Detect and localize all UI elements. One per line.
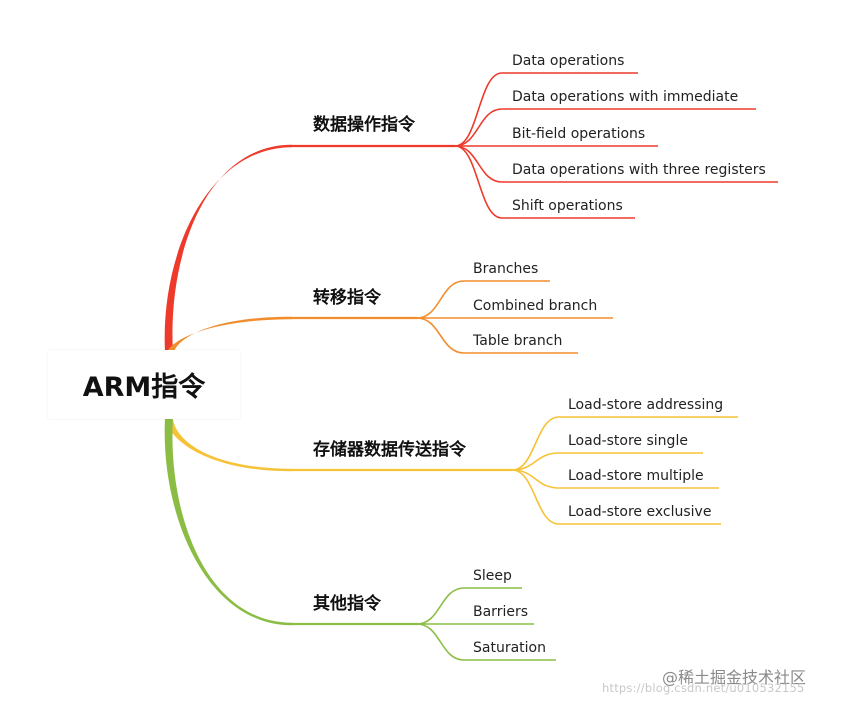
leaf-connector [416,587,465,625]
branch-label: 数据操作指令 [313,115,415,135]
leaf-connector [511,416,560,471]
leaf-label: Data operations with three registers [512,162,766,178]
branch-label: 存储器数据传送指令 [313,440,466,460]
watermark-site: @稀土掘金技术社区 [662,668,807,687]
branch-label: 转移指令 [313,288,381,308]
leaf-label: Load-store addressing [568,397,724,413]
leaf-connector [416,623,465,661]
leaf-label: Load-store single [568,433,688,449]
leaf-connector [454,145,503,219]
trunk-connector [164,144,292,365]
leaf-connector [454,108,503,147]
watermark-url: https://blog.csdn.net/u010532155 [602,681,805,695]
leaf-label: Data operations [512,53,625,69]
leaf-connector [511,469,560,525]
leaf-label: Combined branch [473,298,598,314]
leaf-label: Barriers [473,604,529,620]
root-node: ARM指令 [48,350,240,419]
root-node-label: ARM指令 [82,372,206,403]
trunk-connector [164,405,292,626]
leaf-label: Sleep [473,568,512,584]
leaf-label: Load-store exclusive [568,504,712,520]
leaf-connector [454,72,503,147]
leaf-label: Shift operations [512,198,623,214]
branch-label: 其他指令 [313,594,381,614]
leaf-label: Branches [473,261,539,277]
leaf-label: Load-store multiple [568,468,704,484]
leaf-connector [454,145,503,183]
leaf-label: Bit-field operations [512,126,646,142]
leaf-connector [416,280,465,319]
leaf-label: Saturation [473,640,546,656]
leaf-label: Table branch [473,333,563,349]
leaf-connector [511,452,560,471]
leaf-connector [416,317,465,354]
leaf-label: Data operations with immediate [512,89,739,105]
